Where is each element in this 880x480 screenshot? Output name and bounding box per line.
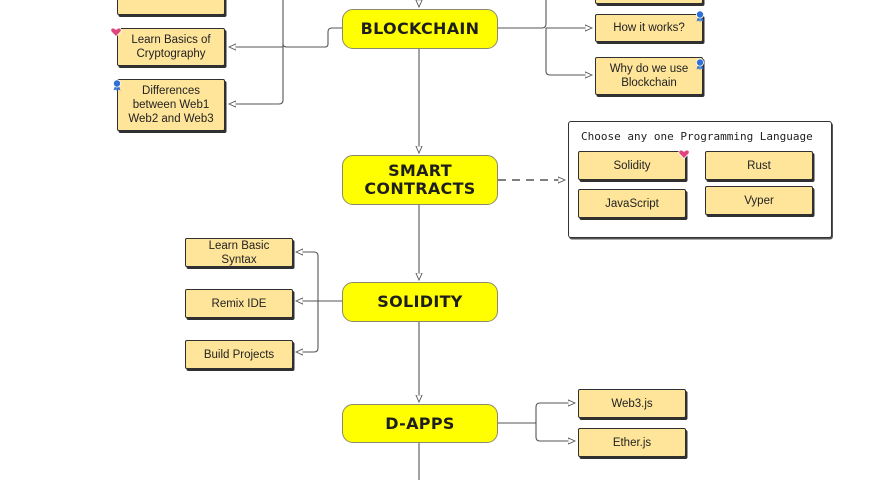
topic-crypto-basics: Learn Basics of Cryptography (117, 28, 225, 66)
language-option-solidity: Solidity (578, 151, 686, 180)
arrow-to-crypto-basics (229, 44, 284, 47)
topic-why-use: Why do we use Blockchain (595, 57, 703, 95)
language-option-vyper: Vyper (705, 186, 813, 215)
ribbon-icon-how-it-works (696, 10, 704, 22)
library-web3js: Web3.js (578, 389, 686, 418)
main-node-solidity: SOLIDITY (342, 282, 498, 322)
arrow-to-build-projects (296, 301, 319, 352)
topic-how-it-works: How it works? (595, 14, 703, 42)
arrow-to-basic-syntax (296, 252, 319, 301)
main-node-blockchain: BLOCKCHAIN (342, 9, 498, 49)
topic-web-differences: Differences between Web1 Web2 and Web3 (117, 79, 225, 131)
topic-remix-ide: Remix IDE (185, 289, 293, 318)
heart-icon (110, 27, 122, 38)
library-etherjs: Ether.js (578, 428, 686, 457)
topic-build-projects: Build Projects (185, 340, 293, 369)
arrow-to-why-use (545, 28, 592, 75)
blockchain-left-trunk (282, 0, 342, 48)
blockchain-right-trunk (498, 0, 547, 29)
arrow-to-web3js (535, 403, 575, 423)
arrow-to-etherjs (535, 423, 575, 441)
language-option-javascript: JavaScript (578, 189, 686, 218)
main-node-smart-contracts: SMART CONTRACTS (342, 155, 498, 205)
arrow-to-web-differences (229, 47, 284, 104)
topic-basic-syntax: Learn Basic Syntax (185, 238, 293, 267)
main-node-dapps: D-APPS (342, 404, 498, 443)
cropped-topic-node-right (595, 0, 703, 4)
cropped-topic-node (117, 0, 225, 15)
language-option-rust: Rust (705, 151, 813, 180)
heart-icon-solidity (678, 149, 690, 160)
ribbon-icon-why-use (696, 58, 704, 70)
language-panel-title: Choose any one Programming Language (581, 130, 813, 143)
ribbon-icon (113, 79, 121, 91)
